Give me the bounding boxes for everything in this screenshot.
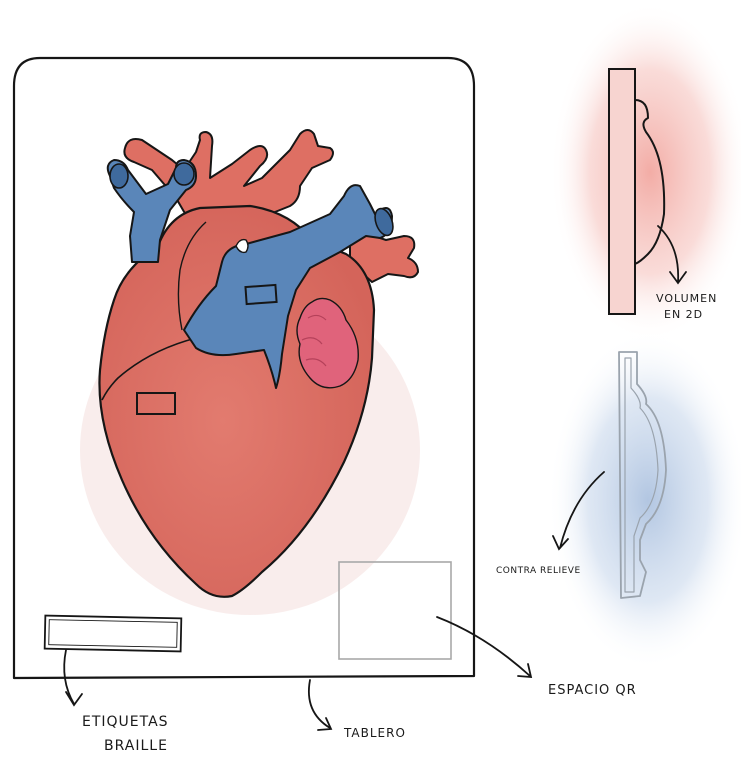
side-board-red: [609, 69, 635, 314]
heart-illustration: [80, 130, 420, 615]
label-tablero: TABLERO: [344, 726, 406, 740]
label-braille: Braille: [104, 738, 168, 754]
label-en-2d: en 2D: [664, 308, 703, 321]
label-espacio-qr: ESPACIO QR: [548, 683, 637, 698]
vein-opening-2: [174, 163, 194, 185]
label-etiquetas: ETIQUETAS: [82, 714, 169, 730]
label-volumen: volumen: [656, 292, 717, 305]
red-glow: [550, 2, 741, 342]
label-contrarelieve: contra relieve: [496, 566, 581, 576]
vein-opening-1: [110, 164, 128, 188]
arrow-tablero: [309, 680, 331, 730]
blue-glow: [548, 330, 741, 670]
